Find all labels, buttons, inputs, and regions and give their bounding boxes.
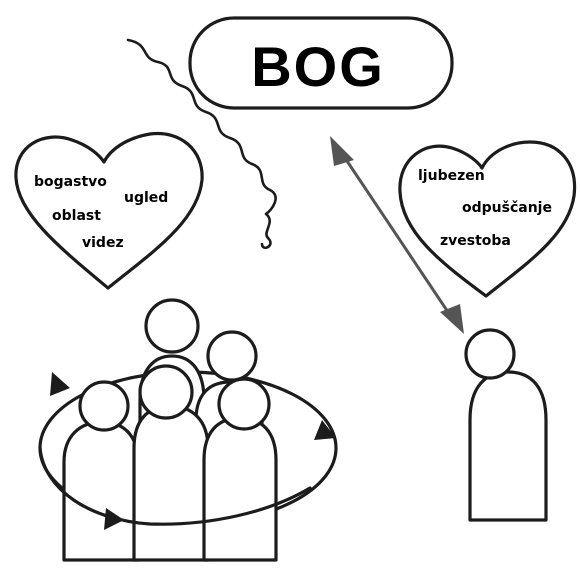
right-heart-outline (398, 140, 577, 298)
person-figure (202, 377, 278, 562)
arrow-head-top (330, 136, 354, 166)
arrow-shaft (339, 150, 454, 320)
left-heart: bogastvo ugled oblast videz (14, 131, 204, 290)
capsule-outline (188, 16, 454, 110)
left-heart-word: bogastvo (34, 174, 107, 190)
god-capsule: BOG (188, 16, 454, 110)
loop-arrowhead (314, 420, 336, 440)
double-arrow (330, 136, 464, 334)
people-group (38, 298, 338, 562)
person-figure (62, 380, 140, 562)
loop-front-arc (38, 446, 312, 526)
lone-person (464, 328, 548, 522)
right-heart: ljubezen odpuščanje zvestoba (398, 140, 577, 298)
wavy-line (126, 38, 277, 250)
loop-arrowhead (50, 372, 70, 396)
left-heart-word: ugled (124, 190, 168, 206)
left-heart-word: oblast (52, 208, 101, 224)
right-heart-word: zvestoba (440, 233, 511, 249)
left-heart-outline (14, 131, 204, 290)
capsule-title: BOG (251, 35, 385, 98)
loop-arrowhead (104, 508, 124, 530)
right-heart-word: odpuščanje (462, 200, 552, 216)
arrow-head-bottom (440, 304, 464, 334)
left-heart-word: videz (82, 235, 124, 251)
right-heart-word: ljubezen (418, 168, 485, 184)
